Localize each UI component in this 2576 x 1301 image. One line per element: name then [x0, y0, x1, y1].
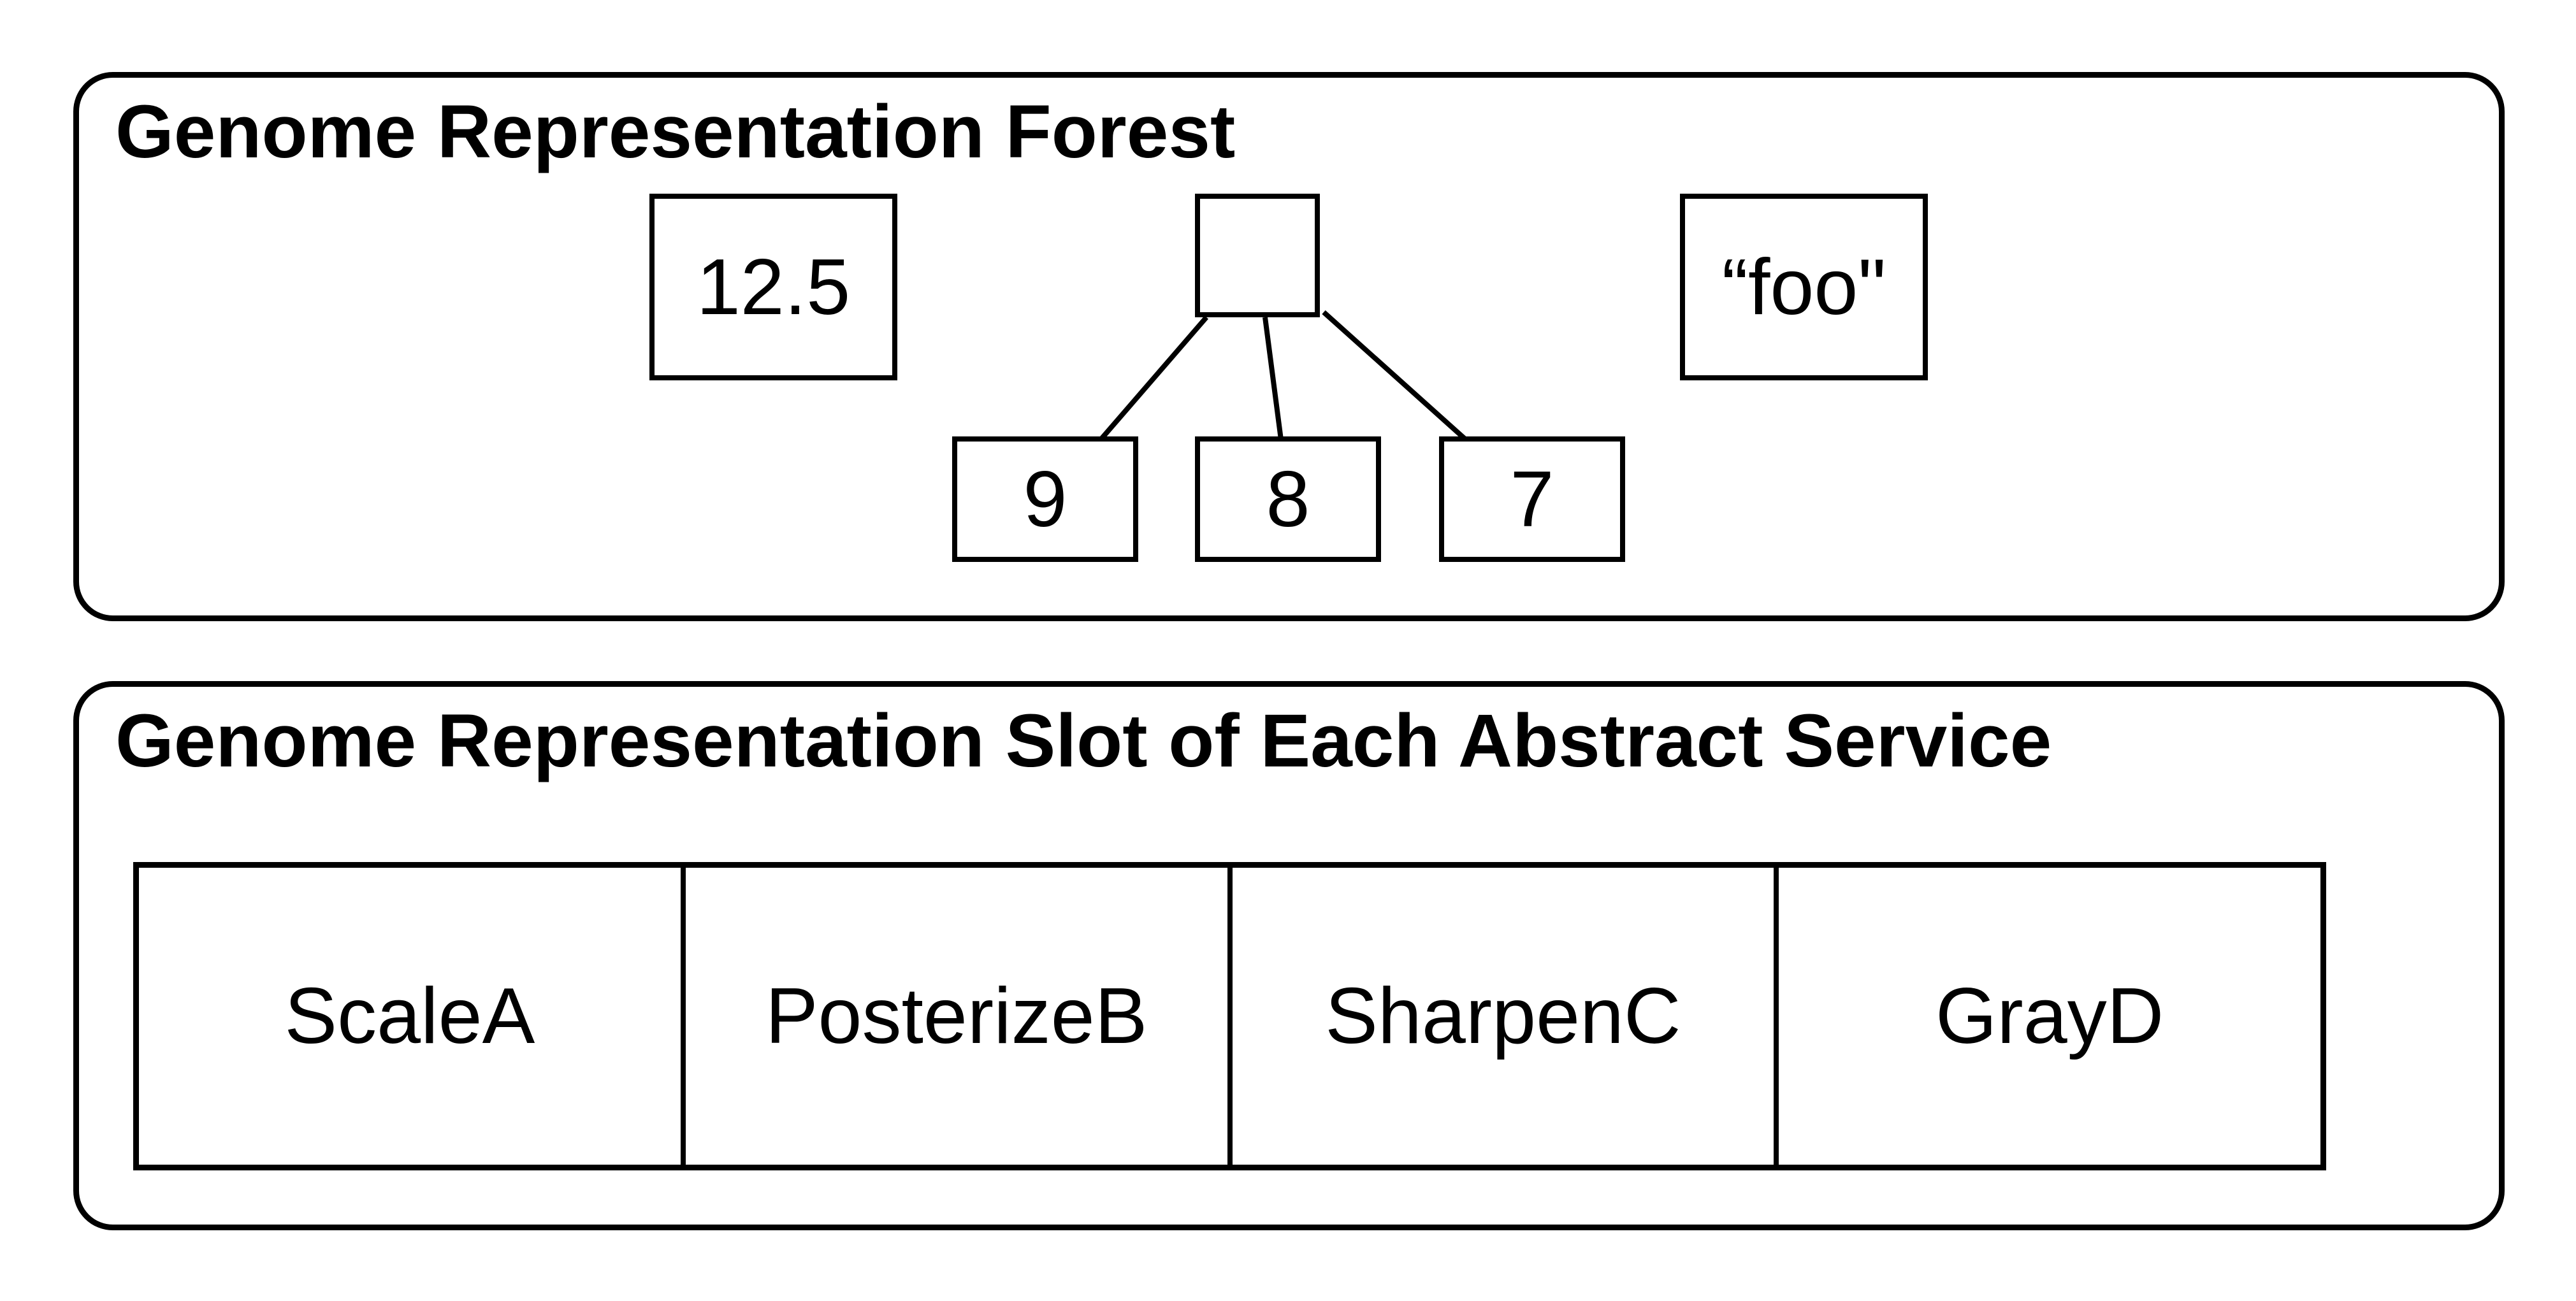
forest-title: Genome Representation Forest [115, 90, 1236, 174]
tree-child-node: 7 [1439, 436, 1625, 562]
forest-leaf-string: “foo" [1680, 194, 1928, 380]
service-slot: PosterizeB [686, 868, 1233, 1165]
service-slot-row: ScaleA PosterizeB SharpenC GrayD [133, 862, 2326, 1170]
service-slot: GrayD [1935, 972, 2164, 1060]
tree-root-node [1195, 194, 1320, 317]
service-slot: ScaleA [139, 868, 686, 1165]
service-slot: SharpenC [1233, 868, 1779, 1165]
tree-child-node: 8 [1195, 436, 1381, 562]
tree-child-node: 9 [952, 436, 1138, 562]
slots-title: Genome Representation Slot of Each Abstr… [115, 699, 2052, 783]
forest-leaf-number: 12.5 [649, 194, 897, 380]
